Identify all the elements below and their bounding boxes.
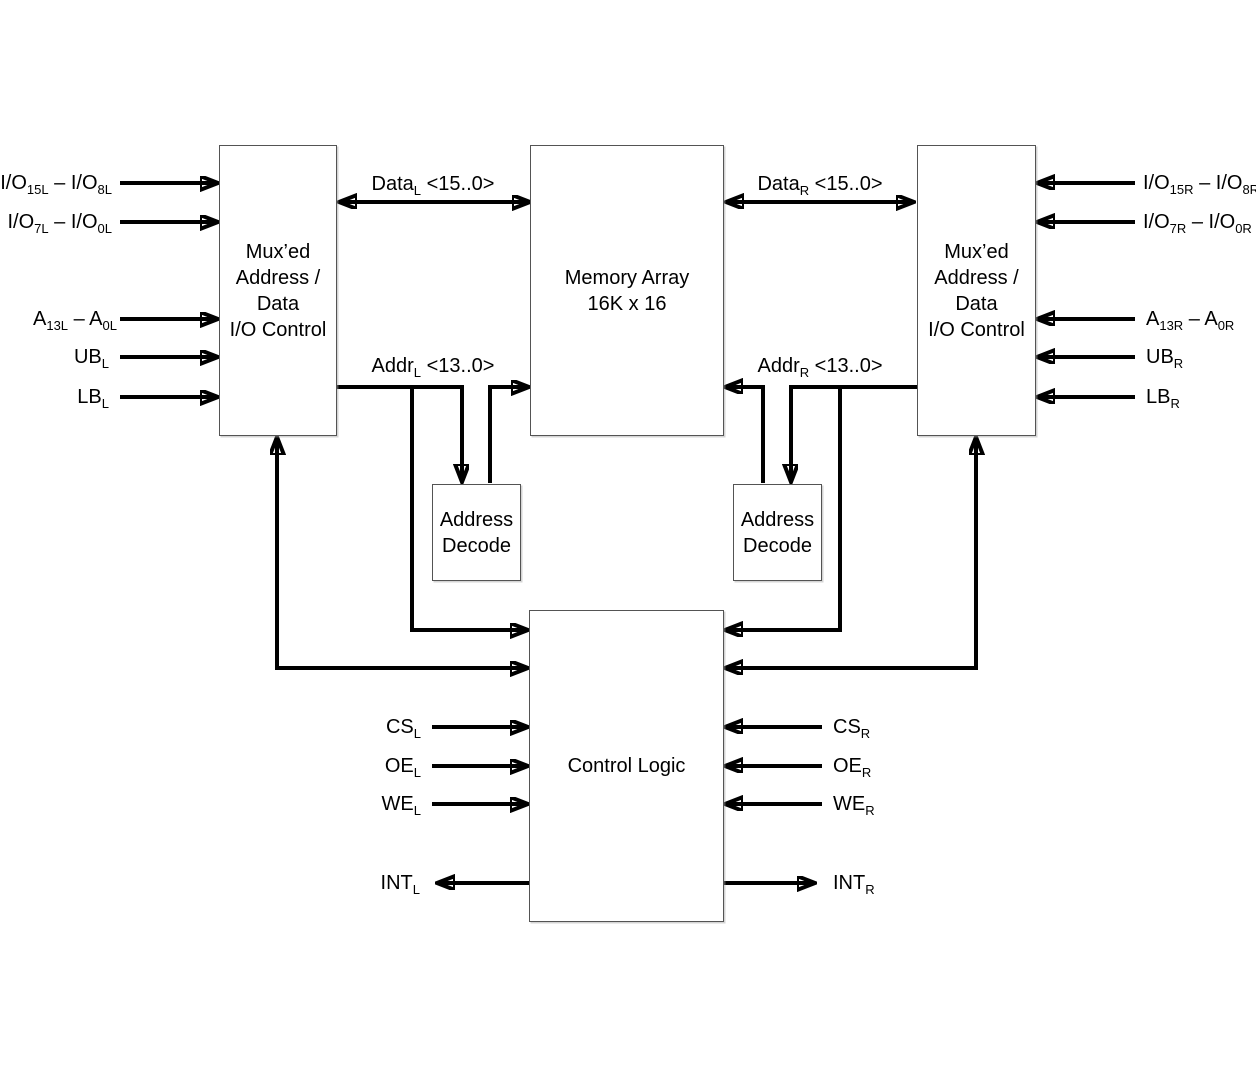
wire-decode-right-to-memory — [725, 387, 765, 483]
label-ub-right: UBR — [1146, 346, 1184, 371]
address-decode-left-block: Address Decode — [432, 484, 521, 581]
wire-decode-left-to-memory — [488, 387, 529, 483]
label-ub-left: UBL — [73, 346, 109, 371]
wire-addr-left-to-decode — [337, 385, 462, 482]
label-int-left: INTL — [380, 872, 420, 897]
mux-io-control-right-block: Mux’ed Address / Data I/O Control — [917, 145, 1036, 436]
label-lb-right: LBR — [1146, 386, 1180, 411]
label-cs-right: CSR — [833, 716, 871, 741]
memory-array-block: Memory Array 16K x 16 — [530, 145, 724, 436]
label-cs-left: CSL — [385, 716, 421, 741]
mux-io-control-left-block: Mux’ed Address / Data I/O Control — [219, 145, 337, 436]
label-oe-left: OEL — [384, 755, 421, 780]
label-addr-bus-right: A13R – A0R — [1146, 308, 1235, 333]
label-io-high-left: I/O15L – I/O8L — [0, 172, 112, 197]
label-oe-right: OER — [833, 755, 872, 780]
mux-io-control-right-label: Mux’ed Address / Data I/O Control — [928, 240, 1025, 341]
label-io-high-right: I/O15R – I/O8R — [1143, 172, 1256, 197]
control-logic-label: Control Logic — [567, 755, 686, 777]
control-logic-block: Control Logic — [529, 610, 724, 922]
wire-control-mux-left — [277, 437, 528, 668]
label-addr-bus-internal-right: AddrR <13..0> — [757, 355, 883, 380]
label-io-low-right: I/O7R – I/O0R — [1143, 211, 1252, 236]
label-data-bus-right: DataR <15..0> — [757, 173, 883, 198]
label-io-low-left: I/O7L – I/O0L — [7, 211, 112, 236]
memory-array-label: Memory Array 16K x 16 — [564, 266, 690, 315]
label-int-right: INTR — [833, 872, 875, 897]
label-addr-bus-internal-left: AddrL <13..0> — [371, 355, 495, 380]
mux-io-control-left-label: Mux’ed Address / Data I/O Control — [229, 240, 327, 341]
label-addr-bus-left: A13L – A0L — [33, 308, 117, 333]
address-decode-right-block: Address Decode — [733, 484, 822, 581]
label-we-right: WER — [833, 793, 875, 818]
label-we-left: WEL — [381, 793, 421, 818]
wire-control-mux-right — [725, 437, 976, 668]
label-data-bus-left: DataL <15..0> — [371, 173, 495, 198]
wire-addr-right-to-decode — [791, 385, 917, 482]
address-decode-left-label: Address Decode — [439, 508, 514, 557]
address-decode-right-label: Address Decode — [740, 508, 815, 557]
label-lb-left: LBL — [77, 386, 109, 411]
